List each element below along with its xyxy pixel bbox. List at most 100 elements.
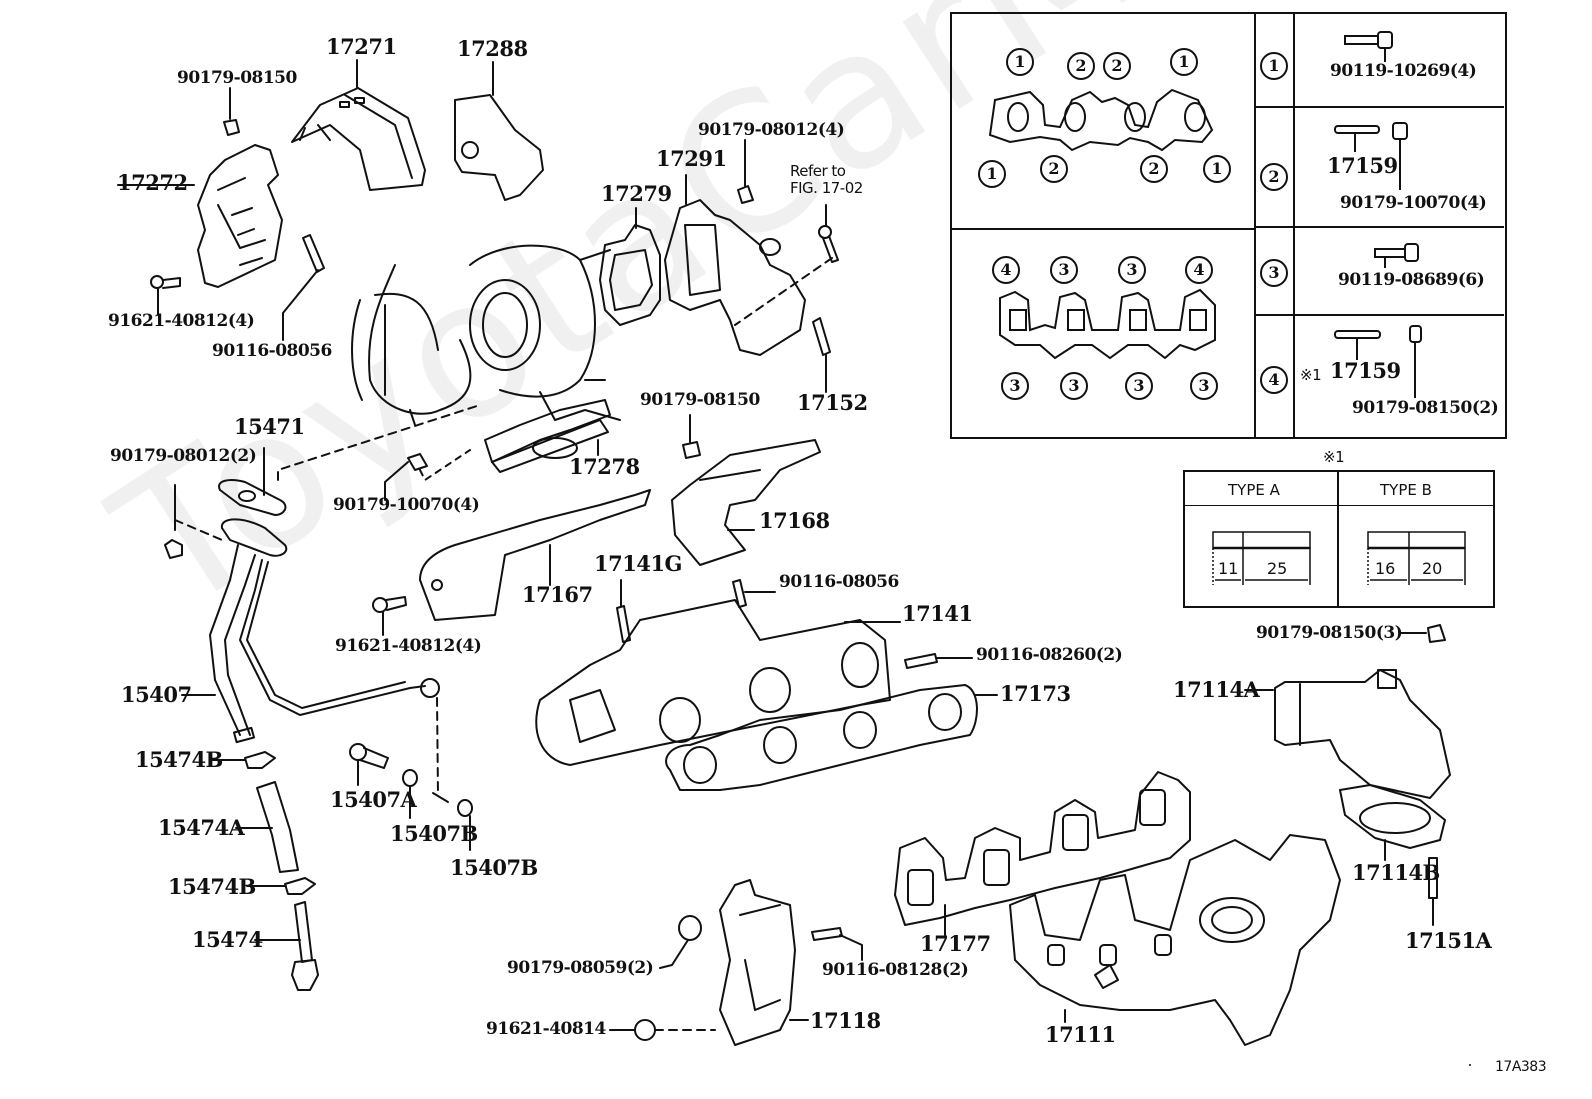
exhaust-gasket-diagram-upper [988, 88, 1214, 152]
label-90116-08128-2[interactable]: 90116-08128(2) [822, 960, 969, 980]
type-a-dim-1: 11 [1218, 559, 1239, 578]
gasket-17278 [484, 399, 611, 473]
row2-nut-part[interactable]: 90179-10070(4) [1340, 193, 1487, 213]
clamp-15474B-top [244, 751, 276, 769]
label-17279[interactable]: 17279 [601, 181, 672, 206]
label-17272[interactable]: 17272 [117, 170, 188, 195]
bracket-17118 [719, 879, 796, 1046]
marker-2: 2 [1103, 52, 1131, 80]
washer-15407B-2 [457, 799, 473, 817]
label-15474[interactable]: 15474 [192, 927, 263, 952]
label-90179-10070-4[interactable]: 90179-10070(4) [333, 495, 480, 515]
label-90116-08260-2[interactable]: 90116-08260(2) [976, 645, 1123, 665]
nut-90179-10070-4 [407, 453, 428, 471]
bolt-90179-08012-2 [164, 539, 183, 559]
nut-90179-08150-3 [1427, 624, 1446, 643]
stud-icon-row2 [1334, 125, 1380, 152]
marker-3: 3 [1190, 372, 1218, 400]
nut-90179-08012-4 [737, 185, 754, 204]
label-90179-08059-2[interactable]: 90179-08059(2) [507, 958, 654, 978]
label-91621-40812-mid[interactable]: 91621-40812(4) [335, 636, 482, 656]
stud-type-table [1183, 470, 1495, 608]
gasket-17173 [665, 684, 978, 791]
label-91621-40812-top[interactable]: 91621-40812(4) [108, 311, 255, 331]
bolt-91621-40812-mid [372, 596, 407, 613]
label-17271[interactable]: 17271 [326, 34, 397, 59]
table-divider [1337, 470, 1339, 606]
gasket-17177 [894, 771, 1191, 926]
label-15407A[interactable]: 15407A [330, 787, 417, 812]
label-15474B-top[interactable]: 15474B [135, 747, 223, 772]
type-a-header: TYPE A [1228, 481, 1280, 499]
label-15407[interactable]: 15407 [121, 682, 192, 707]
marker-1: 1 [1006, 48, 1034, 76]
marker-3: 3 [1050, 256, 1078, 284]
label-17152[interactable]: 17152 [797, 390, 868, 415]
bolt-location-table [950, 12, 1507, 439]
label-90179-08150-top[interactable]: 90179-08150 [177, 68, 297, 88]
marker-1: 1 [978, 160, 1006, 188]
label-90179-08150-mid[interactable]: 90179-08150 [640, 390, 760, 410]
row3-part[interactable]: 90119-08689(6) [1338, 270, 1485, 290]
nut-90179-08150-top [223, 119, 240, 136]
row1-part[interactable]: 90119-10269(4) [1330, 61, 1477, 81]
marker-3: 3 [1125, 372, 1153, 400]
bolt-icon-row1 [1344, 31, 1393, 62]
label-90116-08056-mid[interactable]: 90116-08056 [779, 572, 899, 592]
cover-17288 [454, 94, 544, 201]
stud-90116-08260 [904, 653, 938, 669]
nut-icon-row2 [1392, 122, 1408, 190]
marker-2: 2 [1040, 155, 1068, 183]
stud-icon-row4 [1334, 330, 1381, 360]
marker-1: 1 [1203, 155, 1231, 183]
label-17168[interactable]: 17168 [759, 508, 830, 533]
heat-insulator-17168 [671, 439, 821, 566]
label-17111[interactable]: 17111 [1045, 1022, 1116, 1047]
label-15471[interactable]: 15471 [234, 414, 305, 439]
type-b-dim-1: 16 [1375, 559, 1396, 578]
heat-insulator-17272 [197, 144, 283, 288]
type-b-header: TYPE B [1380, 481, 1432, 499]
label-17151A[interactable]: 17151A [1405, 928, 1492, 953]
heat-insulator-17271 [291, 87, 426, 191]
table-divider [1254, 12, 1256, 437]
label-17278[interactable]: 17278 [569, 454, 640, 479]
label-17114A[interactable]: 17114A [1173, 677, 1260, 702]
label-91621-40814[interactable]: 91621-40814 [486, 1019, 606, 1039]
label-17141G[interactable]: 17141G [594, 551, 683, 576]
label-90179-08012-4[interactable]: 90179-08012(4) [698, 120, 845, 140]
label-17141[interactable]: 17141 [902, 601, 973, 626]
marker-4: 4 [992, 256, 1020, 284]
label-90179-08012-2[interactable]: 90179-08012(2) [110, 446, 257, 466]
refer-note-line2[interactable]: FIG. 17-02 [790, 179, 863, 197]
row4-nut-part[interactable]: 90179-08150(2) [1352, 398, 1499, 418]
marker-4: 4 [1185, 256, 1213, 284]
gasket-17114B [1339, 784, 1446, 849]
stud-17152 [812, 317, 831, 356]
label-17167[interactable]: 17167 [522, 582, 593, 607]
label-17118[interactable]: 17118 [810, 1008, 881, 1033]
label-15474A[interactable]: 15474A [158, 815, 245, 840]
label-15474B-bottom[interactable]: 15474B [168, 874, 256, 899]
label-17291[interactable]: 17291 [656, 146, 727, 171]
table-divider [1254, 314, 1504, 316]
label-15407B-2[interactable]: 15407B [450, 855, 538, 880]
marker-2: 2 [1067, 52, 1095, 80]
clamp-15474B-bottom [284, 877, 316, 895]
label-90179-08150-3[interactable]: 90179-08150(3) [1256, 623, 1403, 643]
marker-2: 2 [1140, 155, 1168, 183]
row4-note: ※1 [1300, 366, 1322, 384]
label-17173[interactable]: 17173 [1000, 681, 1071, 706]
marker-1: 1 [1170, 48, 1198, 76]
label-17288[interactable]: 17288 [457, 36, 528, 61]
label-90116-08056-top[interactable]: 90116-08056 [212, 341, 332, 361]
turbine-outlet-elbow-17291 [664, 199, 806, 356]
table-divider [950, 228, 1254, 230]
row2-stud-part[interactable]: 17159 [1327, 153, 1398, 178]
label-15407B-1[interactable]: 15407B [390, 821, 478, 846]
label-17114B[interactable]: 17114B [1352, 860, 1440, 885]
label-17177[interactable]: 17177 [920, 931, 991, 956]
refer-note-line1: Refer to [790, 162, 846, 180]
row4-stud-part[interactable]: 17159 [1330, 358, 1401, 383]
